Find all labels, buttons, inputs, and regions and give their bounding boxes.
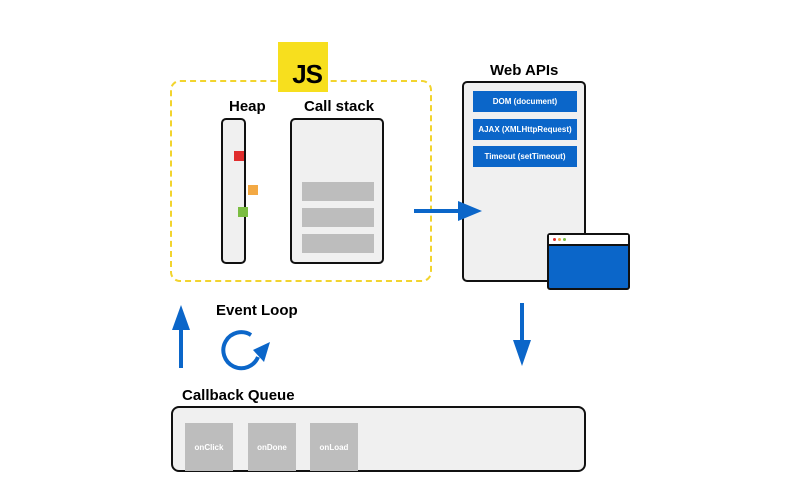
- browser-window-icon: [547, 233, 630, 290]
- web-apis-title: Web APIs: [490, 62, 559, 79]
- callback-item: onLoad: [310, 423, 358, 471]
- event-loop-label: Event Loop: [216, 302, 298, 319]
- heap-object: [234, 151, 244, 161]
- heap-object: [248, 185, 258, 195]
- stack-frame: [302, 234, 374, 253]
- arrow-up-to-stack-icon: [172, 305, 190, 368]
- stack-frame: [302, 208, 374, 227]
- callstack-panel: [290, 118, 384, 264]
- web-api-item: DOM (document): [473, 91, 577, 112]
- js-logo-text: JS: [292, 59, 323, 89]
- stack-frame: [302, 182, 374, 201]
- callback-item: onClick: [185, 423, 233, 471]
- browser-titlebar: [549, 235, 628, 246]
- heap-panel: [221, 118, 258, 264]
- callback-queue-title: Callback Queue: [182, 387, 295, 404]
- close-dot-icon: [553, 238, 556, 241]
- web-apis-panel: DOM (document) AJAX (XMLHttpRequest) Tim…: [462, 81, 586, 282]
- callstack-label: Call stack: [304, 98, 375, 115]
- callback-item: onDone: [248, 423, 296, 471]
- maximize-dot-icon: [563, 238, 566, 241]
- minimize-dot-icon: [558, 238, 561, 241]
- event-loop-icon: [221, 330, 270, 371]
- heap-label: Heap: [229, 98, 266, 115]
- heap-object: [238, 207, 248, 217]
- arrow-down-to-queue-icon: [513, 303, 531, 366]
- js-logo: JS: [278, 42, 328, 92]
- web-api-item: AJAX (XMLHttpRequest): [473, 119, 577, 140]
- arrow-to-web-apis-icon: [414, 201, 482, 221]
- callback-queue-panel: onClick onDone onLoad: [171, 406, 586, 472]
- web-api-item: Timeout (setTimeout): [473, 146, 577, 167]
